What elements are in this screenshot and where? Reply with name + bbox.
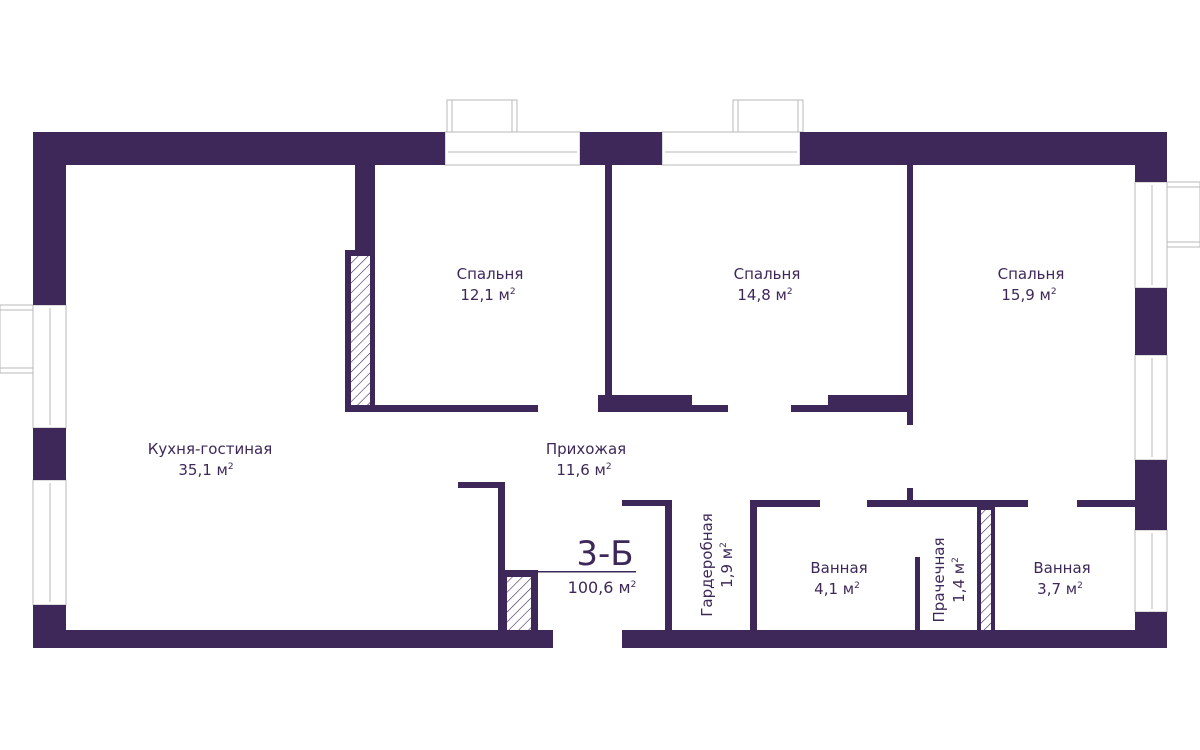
room-bedroom-1: Спальня 12,1 м2 [457,265,524,304]
room-name: Кухня-гостиная [148,440,272,458]
room-laundry: Прачечная 1,4 м2 [930,538,968,623]
room-area: 4,1 м2 [814,580,860,598]
room-bathroom-2: Ванная 3,7 м2 [1033,559,1090,598]
room-name: Спальня [734,265,801,283]
room-area: 15,9 м2 [1001,286,1056,304]
room-bedroom-2: Спальня 14,8 м2 [734,265,801,304]
outer-walls [33,132,1167,648]
room-bedroom-3: Спальня 15,9 м2 [998,265,1065,304]
interior-walls [345,165,1137,630]
room-name: Спальня [457,265,524,283]
room-name: Ванная [810,559,867,577]
room-name: Гардеробная [698,513,716,616]
room-area: 11,6 м2 [556,461,611,479]
room-area: 12,1 м2 [460,286,515,304]
room-hallway: Прихожая 11,6 м2 [546,440,626,479]
room-bathroom-1: Ванная 4,1 м2 [810,559,867,598]
unit-summary: 3-Б 100,6 м2 [536,534,636,597]
balconies [0,99,1200,374]
room-area: 35,1 м2 [178,461,233,479]
room-area: 1,9 м2 [718,542,736,588]
divider [536,571,636,573]
room-wardrobe: Гардеробная 1,9 м2 [698,513,736,616]
room-name: Прачечная [930,538,948,623]
unit-code: 3-Б [576,534,633,574]
total-area: 100,6 м2 [568,578,637,597]
room-area: 1,4 м2 [950,557,968,603]
room-name: Спальня [998,265,1065,283]
room-name: Прихожая [546,440,626,458]
room-area: 3,7 м2 [1037,580,1083,598]
room-area: 14,8 м2 [737,286,792,304]
room-name: Ванная [1033,559,1090,577]
room-kitchen-living: Кухня-гостиная 35,1 м2 [148,440,272,479]
windows [32,131,1168,613]
